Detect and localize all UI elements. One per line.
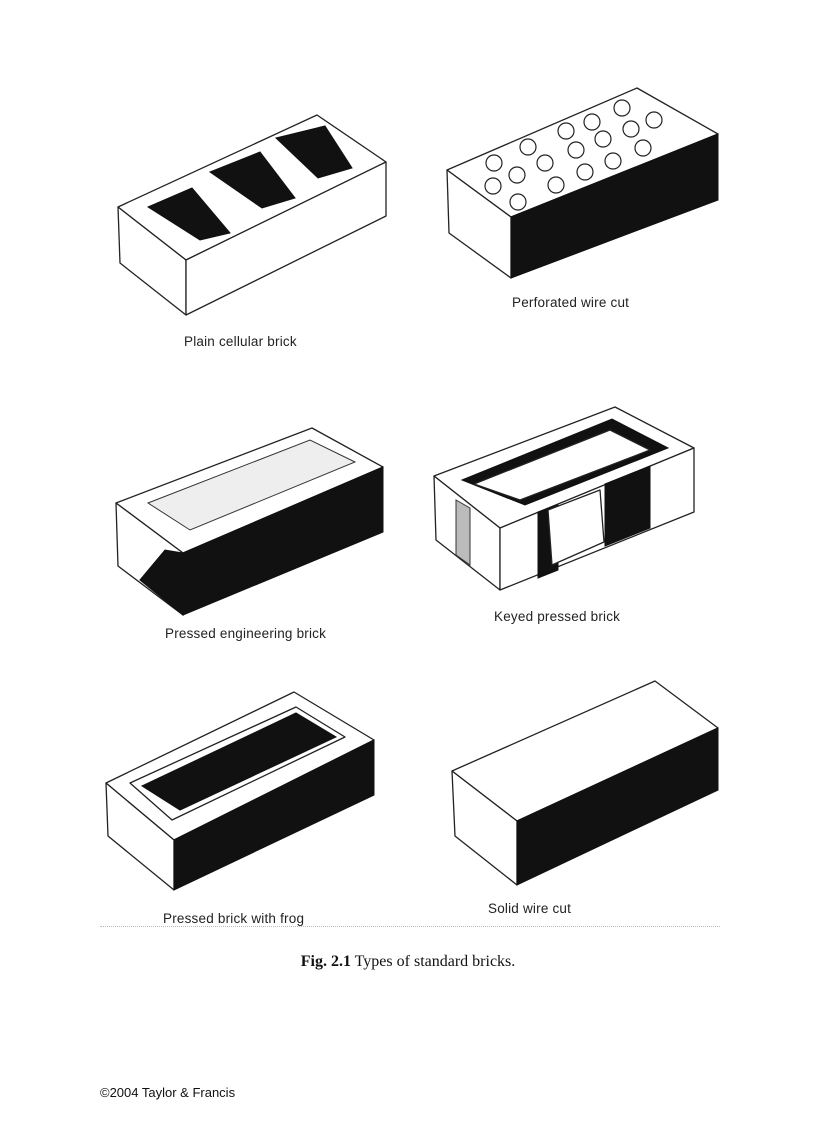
figure-caption: Fig. 2.1 Types of standard bricks. [0,953,816,971]
pressed-engineering-brick-drawing [115,427,384,617]
keyed-pressed-brick-drawing [433,406,695,591]
figure-divider [100,926,720,927]
figure-number: Fig. 2.1 [300,953,351,970]
pressed-brick-with-frog-label: Pressed brick with frog [163,911,305,926]
solid-wire-cut-label: Solid wire cut [488,901,572,916]
perforated-wire-cut-drawing [446,87,719,279]
figure-caption-text: Types of standard bricks. [350,953,516,970]
pressed-brick-with-frog-drawing [105,691,375,891]
perforated-wire-cut-label: Perforated wire cut [512,295,630,310]
copyright-footer: ©2004 Taylor & Francis [100,1085,236,1100]
plain-cellular-brick-label: Plain cellular brick [184,334,297,349]
pressed-engineering-brick-label: Pressed engineering brick [165,626,327,641]
plain-cellular-brick-drawing [117,114,387,316]
solid-wire-cut-drawing [451,680,719,886]
keyed-pressed-brick-label: Keyed pressed brick [494,609,621,624]
